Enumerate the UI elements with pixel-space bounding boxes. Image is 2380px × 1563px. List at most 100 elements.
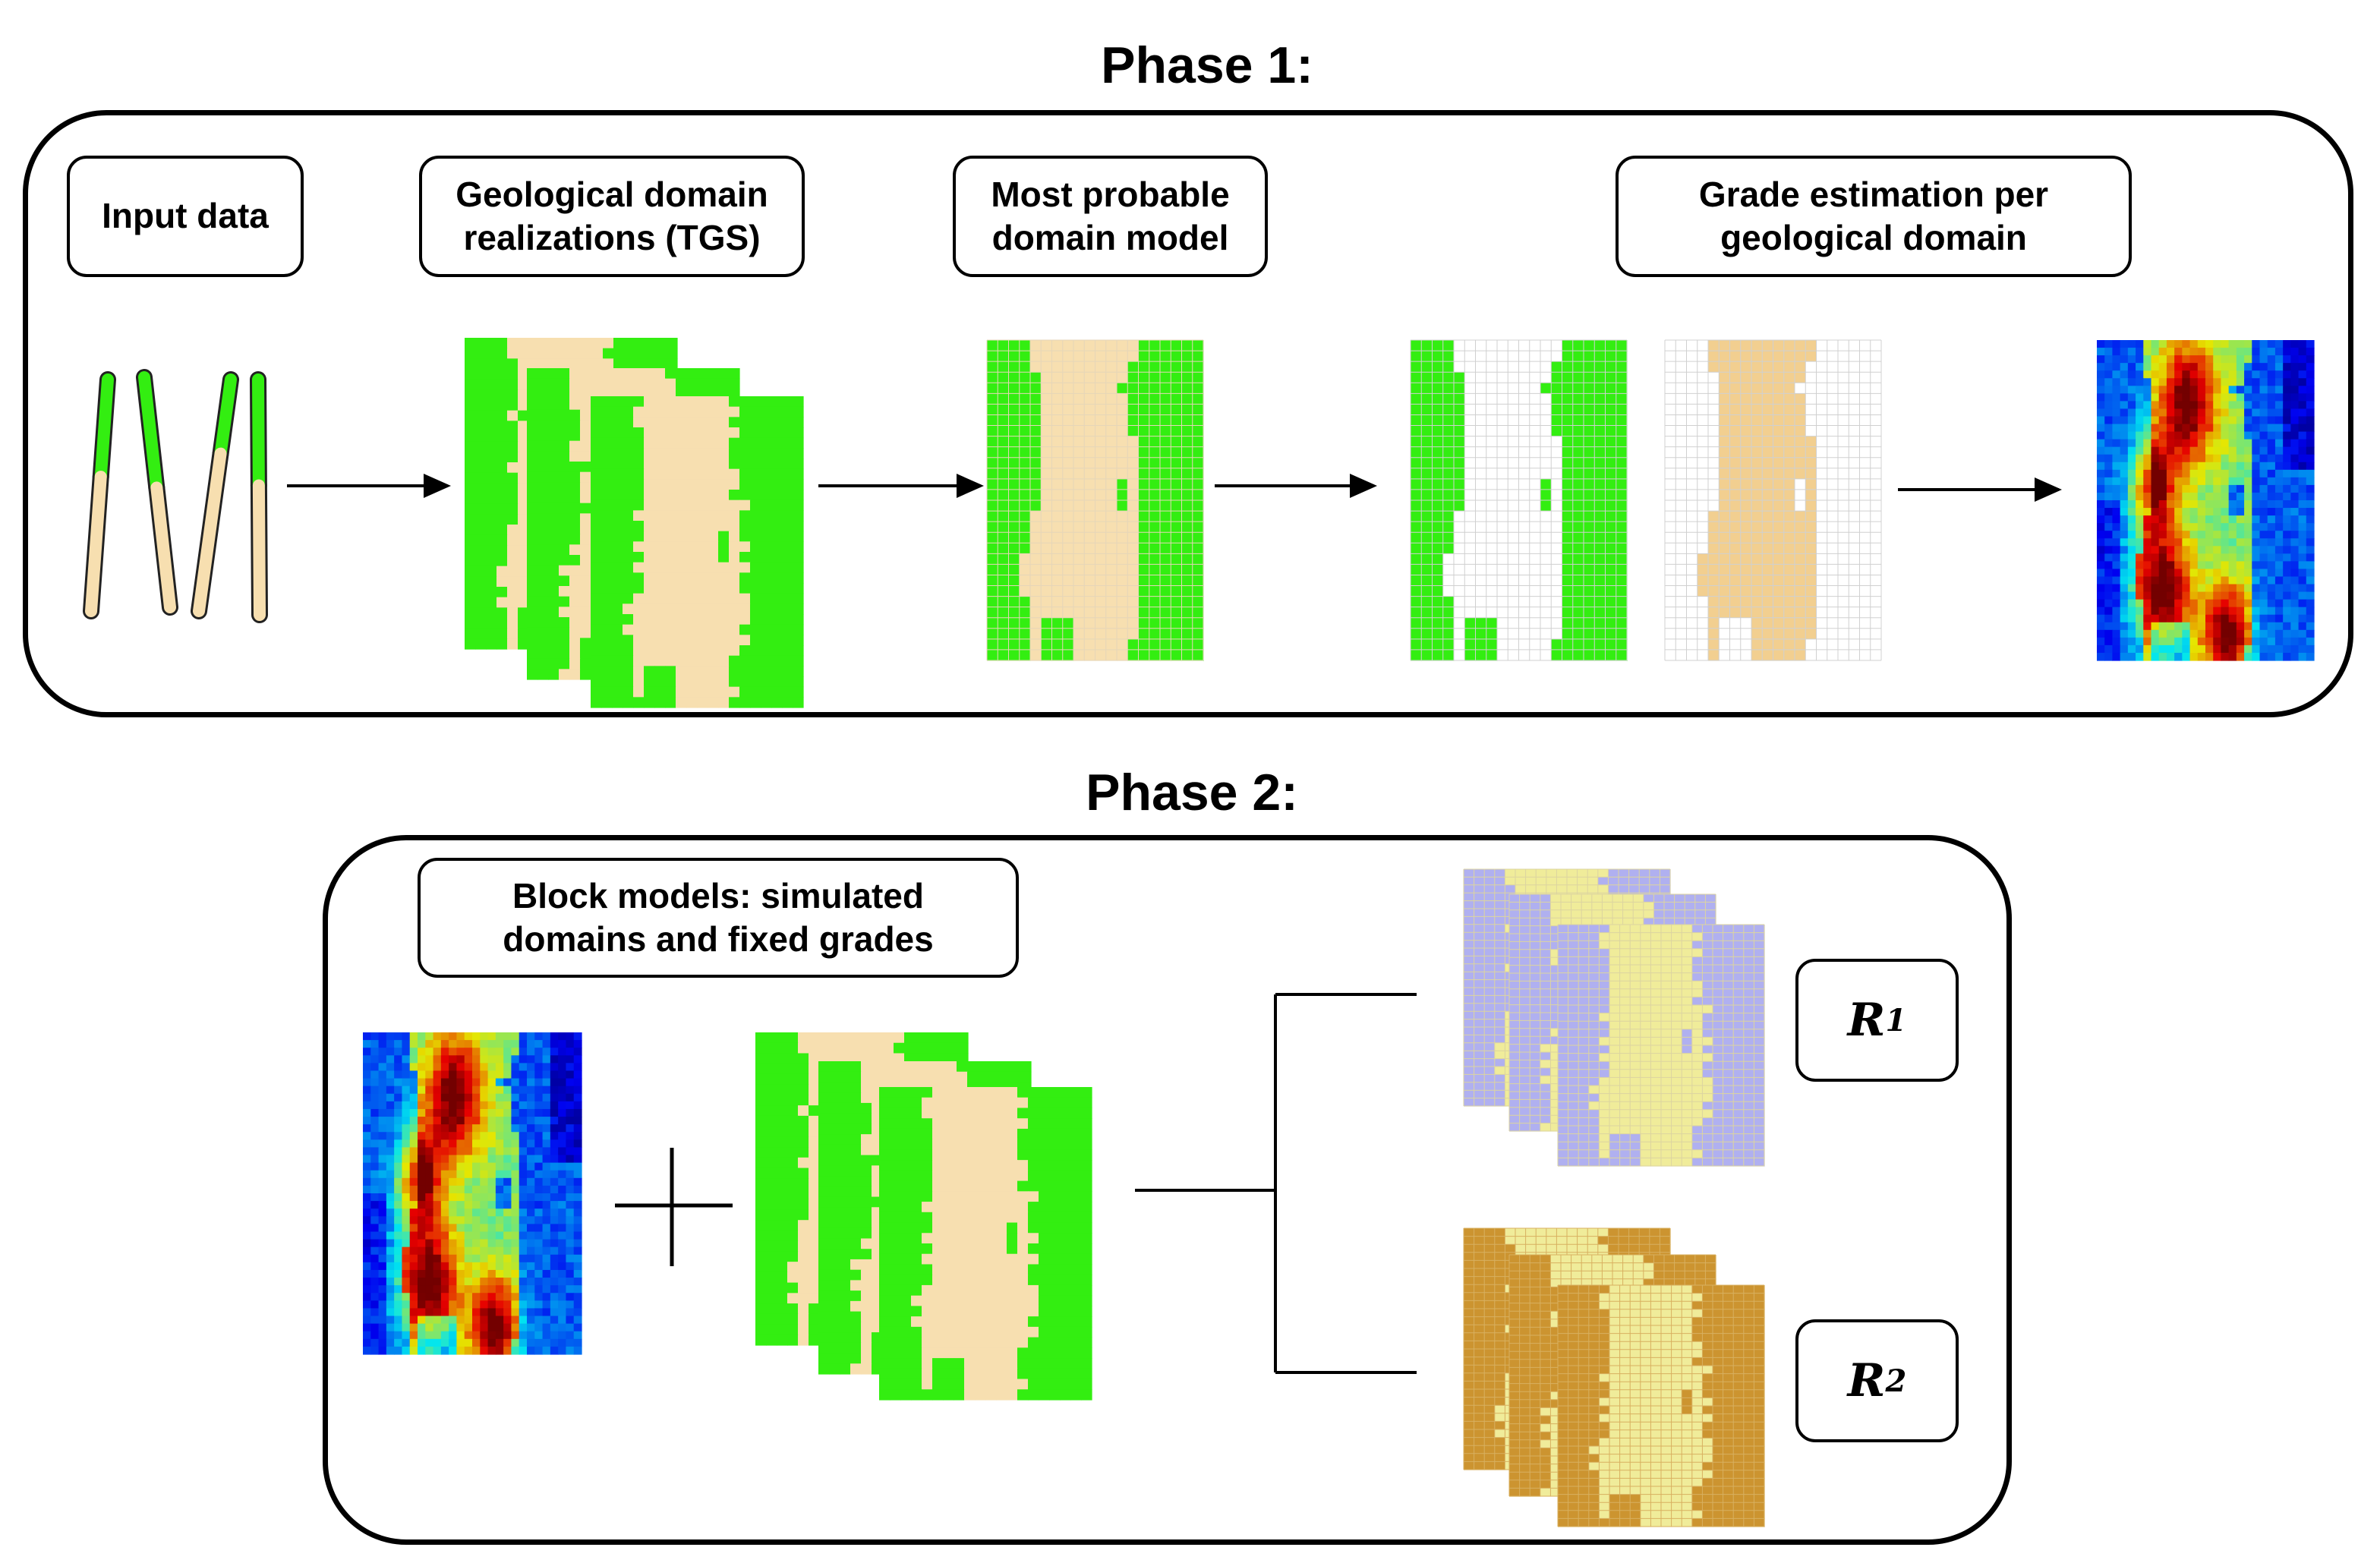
block-cell	[1708, 617, 1720, 629]
grade-cell	[2221, 576, 2230, 585]
grade-cell	[2267, 454, 2276, 463]
grade-cell	[2182, 462, 2191, 471]
grade-cell	[2221, 584, 2230, 593]
block-cell	[1171, 383, 1183, 394]
block-cell	[1686, 436, 1698, 448]
block-cell	[761, 686, 772, 698]
grade-cell	[2112, 614, 2121, 623]
grade-cell	[2213, 553, 2222, 562]
block-cell	[1084, 564, 1096, 576]
block-cell	[665, 655, 676, 666]
grade-cell	[2189, 378, 2199, 386]
block-cell	[739, 406, 751, 418]
block-cell	[486, 566, 497, 577]
grade-cell	[2267, 652, 2276, 661]
block-cell	[486, 597, 497, 608]
block-cell	[1859, 596, 1871, 608]
grade-cell	[2213, 431, 2222, 440]
block-cell	[1062, 596, 1074, 608]
block-cell	[537, 596, 549, 607]
block-cell	[1572, 468, 1584, 480]
block-cell	[750, 427, 761, 439]
block-cell	[1773, 596, 1785, 608]
block-cell	[580, 513, 591, 525]
block-cell	[1605, 638, 1617, 651]
grade-cell	[2127, 569, 2136, 578]
grade-cell	[2298, 462, 2307, 471]
block-cell	[718, 448, 730, 459]
block-cell	[623, 437, 634, 449]
block-cell	[1584, 446, 1595, 459]
grade-cell	[2283, 401, 2291, 410]
block-cell	[1019, 617, 1031, 629]
block-cell	[1805, 468, 1817, 480]
grade-cell	[2136, 531, 2144, 539]
block-cell	[465, 358, 476, 370]
block-cell	[1783, 489, 1795, 501]
block-cell	[739, 427, 751, 439]
block-cell	[1827, 511, 1839, 522]
block-cell	[1849, 414, 1861, 427]
block-cell	[1740, 372, 1752, 383]
block-cell	[1508, 351, 1520, 362]
block-cell	[1870, 500, 1882, 512]
block-cell	[1454, 393, 1465, 405]
block-cell	[1751, 372, 1763, 383]
block-cell	[1073, 340, 1085, 351]
block-cell	[1605, 607, 1617, 619]
grade-cell	[2228, 561, 2237, 570]
block-cell	[1562, 500, 1574, 512]
block-cell	[1181, 436, 1193, 448]
block-cell	[518, 379, 529, 390]
block-cell	[718, 686, 730, 698]
block-cell	[612, 531, 623, 542]
grade-cell	[363, 1032, 371, 1041]
block-cell	[1751, 351, 1763, 362]
block-cell	[1181, 468, 1193, 480]
block-cell	[761, 479, 772, 490]
grade-cell	[2112, 492, 2121, 501]
block-cell	[1138, 340, 1150, 351]
block-cell	[665, 437, 676, 449]
grade-cell	[2151, 469, 2160, 478]
grade-cell	[2236, 508, 2245, 516]
grade-cell	[2228, 629, 2237, 638]
block-cell	[1805, 478, 1817, 490]
block-cell	[665, 510, 676, 522]
block-cell	[1795, 468, 1806, 480]
grade-cell	[2158, 599, 2167, 608]
block-cell	[633, 603, 645, 615]
block-cell	[465, 462, 476, 474]
block-cell	[580, 399, 591, 411]
grade-cell	[2151, 561, 2160, 570]
block-cell	[676, 583, 687, 594]
block-cell	[1697, 532, 1709, 544]
grade-cell	[2097, 515, 2105, 524]
block-cell	[1073, 638, 1085, 651]
block-cell	[1740, 383, 1752, 394]
block-cell	[987, 468, 998, 480]
block-cell	[1062, 372, 1074, 383]
block-cell	[1686, 414, 1698, 427]
block-cell	[1051, 383, 1064, 394]
block-cell	[1411, 511, 1422, 522]
block-cell	[1540, 522, 1552, 533]
block-cell	[729, 593, 740, 604]
block-cell	[548, 555, 560, 566]
block-cell	[793, 655, 804, 666]
grade-cell	[2259, 599, 2268, 608]
block-cell	[1062, 425, 1074, 437]
grade-cell	[2182, 584, 2191, 593]
block-cell	[548, 440, 560, 452]
block-cell	[1117, 628, 1128, 640]
block-cell	[771, 417, 783, 428]
block-cell	[1675, 607, 1688, 619]
grade-cell	[2158, 424, 2167, 433]
block-cell	[1497, 351, 1508, 362]
block-cell	[697, 406, 708, 418]
block-cell	[1454, 553, 1465, 565]
grade-cell	[2236, 546, 2245, 554]
block-cell	[507, 379, 519, 390]
block-cell	[486, 431, 497, 443]
block-cell	[750, 448, 761, 459]
